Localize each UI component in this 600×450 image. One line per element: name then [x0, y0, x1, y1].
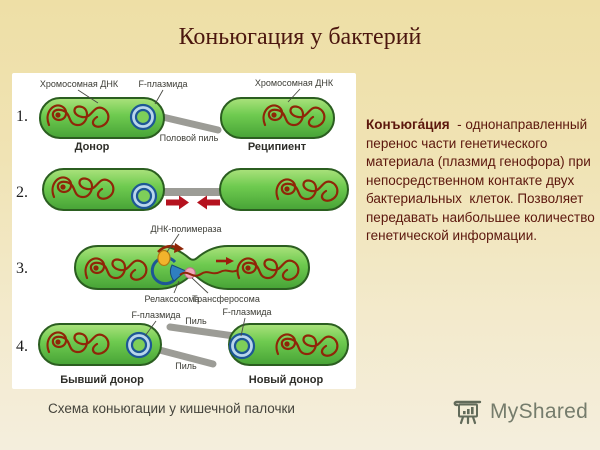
- conjugation-diagram-panel: 1. Хромосомная ДНК F-плазмида Хромосомна…: [12, 73, 356, 389]
- flipchart-icon: [453, 400, 482, 425]
- label-chromosomal-dna-right: Хромосомная ДНК: [255, 78, 334, 88]
- definition-body: - однонаправленный перенос части генетич…: [366, 117, 599, 243]
- label-f-plasmid-right: F-плазмида: [222, 307, 271, 317]
- label-pilus-top: Пиль: [185, 316, 207, 326]
- slide-title: Коньюгация у бактерий: [178, 24, 422, 50]
- pilus-top-shape: [166, 323, 238, 340]
- diagram-caption: Схема коньюгации у кишечной палочки: [48, 401, 295, 416]
- label-sex-pilus: Половой пиль: [160, 133, 219, 143]
- label-new-donor: Новый донор: [249, 374, 324, 386]
- label-relaxosome: Релаксосома: [144, 294, 199, 304]
- relaxosome-shape: [169, 264, 187, 282]
- label-dna-polymerase: ДНК-полимераза: [150, 224, 221, 234]
- label-recipient: Реципиент: [248, 141, 307, 153]
- step-number-3: 3.: [16, 260, 28, 277]
- label-pilus-bottom: Пиль: [175, 361, 197, 371]
- arrow-right: [166, 195, 189, 210]
- label-f-plasmid-left: F-плазмида: [131, 310, 180, 320]
- recipient-cell: [219, 168, 349, 211]
- transferred-dna-strand: [179, 269, 239, 277]
- conjugation-diagram: 1. Хромосомная ДНК F-плазмида Хромосомна…: [16, 78, 349, 386]
- arrow-left: [197, 195, 220, 210]
- label-f-plasmid-top: F-плазмида: [138, 79, 187, 89]
- stage-4: 4. F-плазмида F-плазмида Пиль Пиль Бывши…: [16, 307, 349, 386]
- definition-paragraph: Конъюга́ция - однонаправленный перенос ч…: [366, 116, 600, 246]
- rolling-circle-arrowhead: [174, 243, 184, 253]
- label-chromosomal-dna-left: Хромосомная ДНК: [40, 79, 119, 89]
- pilus-bridge: [160, 188, 234, 196]
- stage-3: 3. ДНК-полимераза Релаксосома Трансферос…: [16, 224, 311, 304]
- dna-polymerase-blob: [157, 249, 171, 267]
- recipient-cell: [220, 97, 335, 139]
- donor-cell: [39, 97, 165, 139]
- step-number-4: 4.: [16, 338, 28, 355]
- myshared-watermark: MyShared: [452, 396, 588, 427]
- transfer-direction-arrowhead: [226, 257, 234, 265]
- label-transferosome: Трансферосома: [192, 294, 260, 304]
- brand-name: MyShared: [490, 399, 589, 423]
- step-number-1: 1.: [16, 108, 28, 125]
- definition-term: Конъюга́ция: [366, 117, 450, 132]
- label-donor: Донор: [75, 141, 110, 153]
- step-number-2: 2.: [16, 184, 28, 201]
- label-former-donor: Бывший донор: [60, 374, 144, 386]
- stage-2: 2.: [16, 168, 349, 211]
- stage-1: 1. Хромосомная ДНК F-плазмида Хромосомна…: [16, 78, 335, 153]
- fused-cells: [73, 245, 311, 290]
